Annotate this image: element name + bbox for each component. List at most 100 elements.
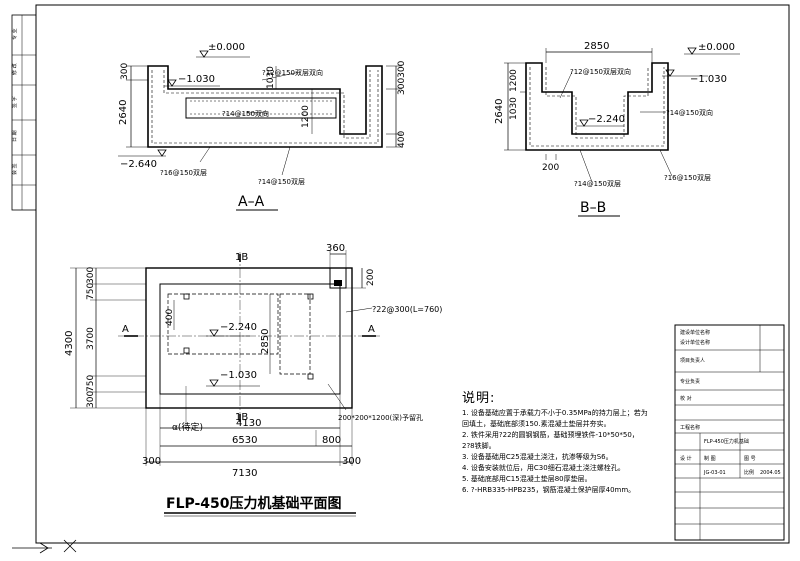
aa-elev-marker-mid bbox=[167, 79, 177, 87]
plan-pit-low bbox=[167, 293, 279, 355]
aa-rebar-1: ?12@150双层双向 bbox=[262, 68, 323, 77]
tb-r8: 设 计 bbox=[680, 455, 692, 462]
plan-dim-6530: 6530 bbox=[232, 435, 257, 446]
bb-title: B–B bbox=[580, 200, 606, 216]
tb-r10: 图 号 bbox=[744, 456, 756, 462]
bb-rebar-3: ?14@150双层 bbox=[574, 180, 621, 188]
plan-dim-300b: 300 bbox=[86, 391, 96, 408]
aa-rebar-2: ?14@150双向 bbox=[222, 109, 269, 118]
bb-rebar-4: ?16@150双层 bbox=[664, 174, 711, 182]
tb-r6: 工程名称 bbox=[680, 424, 700, 431]
side-block bbox=[11, 14, 37, 211]
side-block-grid bbox=[12, 15, 36, 210]
plan-dim-800: 800 bbox=[322, 435, 341, 446]
aa-elev-marker-top bbox=[199, 50, 209, 58]
cross-mark bbox=[63, 539, 77, 553]
aa-dim-400: 400 bbox=[397, 131, 407, 148]
plan-hole-note: 200*200*1200(深)予留孔 bbox=[338, 413, 423, 422]
plan-anchor-note: ?22@300(L=760) bbox=[372, 305, 442, 314]
bb-dim-200: 200 bbox=[542, 163, 559, 173]
plan-dim-750b: 750 bbox=[86, 375, 96, 392]
bb-dim-total: 2640 bbox=[494, 99, 505, 124]
plan-dim-4130: 4130 bbox=[236, 418, 261, 429]
aa-title: A–A bbox=[238, 194, 265, 210]
plan-dim-360: 360 bbox=[326, 243, 345, 254]
aa-dim-300300: 300300 bbox=[397, 60, 407, 95]
bb-rebar-1: ?12@150双层双向 bbox=[570, 67, 631, 76]
tb-r3: 项目负责人 bbox=[680, 357, 705, 364]
tb-r2: 设计单位名称 bbox=[680, 339, 710, 346]
aa-outline bbox=[147, 65, 383, 148]
note-line-7: 5. 基础底部用C15混凝土垫层80厚垫层。 bbox=[462, 475, 592, 483]
tb-r9: 制 图 bbox=[704, 455, 716, 462]
tb-r1: 建设单位名称 bbox=[680, 329, 710, 336]
aa-inner-box bbox=[185, 97, 337, 119]
tb-r4: 专业负责 bbox=[680, 378, 700, 385]
side-label-b: 修 改 bbox=[11, 63, 18, 75]
bb-rebar-2: ?14@150双向 bbox=[666, 108, 713, 117]
bb-elev-low: −2.240 bbox=[588, 114, 625, 125]
notes-block: 说明: 1. 设备基础应置于承载力不小于0.35MPa的持力层上；若为 回填土，… bbox=[462, 391, 662, 496]
section-aa bbox=[118, 50, 402, 176]
plan-inner bbox=[159, 283, 341, 395]
bb-elev-mid: −1.030 bbox=[690, 74, 727, 85]
note-line-5: 3. 设备基础用C25混凝土浇注，抗渗等级为S6。 bbox=[462, 453, 613, 461]
aa-elev-marker-bot bbox=[157, 149, 167, 157]
note-line-4: 2?8铁脚。 bbox=[462, 442, 496, 450]
aa-elev-top: ±0.000 bbox=[208, 42, 245, 53]
side-label-e: 会 签 bbox=[11, 163, 18, 175]
aa-dim-total: 2640 bbox=[118, 100, 129, 125]
tb-r13: 2004.05 bbox=[760, 470, 781, 476]
note-line-8: 6. ?-HRB335-HPB235，钢筋混凝土保护层厚40mm。 bbox=[462, 486, 636, 494]
aa-rebar-3: ?16@150双层 bbox=[160, 169, 207, 177]
note-line-3: 2. 铁件采用?22的圆钢钢筋，基础预埋铁件-10*50*50， bbox=[462, 431, 639, 439]
bb-dim-1030: 1030 bbox=[509, 97, 519, 120]
plan-section-a-right: A bbox=[368, 324, 375, 335]
corner-arrow bbox=[39, 542, 49, 554]
aa-dim-1200: 1200 bbox=[301, 105, 311, 128]
plan-pit-note: α(待定) bbox=[172, 421, 203, 433]
section-bb bbox=[504, 47, 740, 183]
aa-rebar-outer bbox=[151, 70, 379, 144]
plan-dim-400: 400 bbox=[165, 309, 175, 326]
plan-dim-300c: 300 bbox=[142, 456, 161, 467]
plan-dim-300a: 300 bbox=[86, 267, 96, 284]
sheet-frame bbox=[35, 4, 790, 544]
side-label-a: 专 业 bbox=[11, 28, 18, 40]
side-label-d: 日 期 bbox=[12, 130, 18, 142]
bb-dim-1200: 1200 bbox=[509, 69, 519, 92]
aa-rebar-inner bbox=[163, 70, 371, 139]
aa-elev-bot: −2.640 bbox=[120, 159, 157, 170]
bb-elev-top: ±0.000 bbox=[698, 42, 735, 53]
plan-notch bbox=[329, 267, 347, 289]
plan-dim-2850: 2850 bbox=[260, 329, 271, 354]
bb-outline bbox=[525, 62, 669, 151]
plan-dim-200: 200 bbox=[366, 269, 376, 286]
plan-anchor-bolt bbox=[334, 280, 342, 286]
tb-r11: JG-03-01 bbox=[703, 470, 726, 476]
tb-r12: 比例 bbox=[744, 469, 754, 476]
note-line-2: 回填土，基础底部须150.素混凝土垫层并夯实。 bbox=[462, 420, 611, 428]
plan-dim-4300: 4300 bbox=[64, 331, 75, 356]
note-line-6: 4. 设备安装就位后，用C30细石混凝土浇注螺栓孔。 bbox=[462, 464, 625, 472]
plan-section-a-left: A bbox=[122, 324, 129, 335]
side-label-c: 签 字 bbox=[11, 96, 18, 108]
title-block bbox=[674, 324, 785, 541]
aa-rebar-4: ?14@150双层 bbox=[258, 178, 305, 186]
plan-title: FLP-450压力机基础平面图 bbox=[166, 495, 342, 512]
tb-r5: 校 对 bbox=[680, 395, 692, 402]
notes-title: 说明: bbox=[462, 391, 496, 406]
plan-pit-mid bbox=[279, 293, 311, 375]
plan-dim-300d: 300 bbox=[342, 456, 361, 467]
plan-section-b-bot: 1B bbox=[235, 412, 248, 423]
plan-elev-1: −2.240 bbox=[220, 322, 257, 333]
plan-dim-750a: 750 bbox=[86, 283, 96, 300]
tb-r7: FLP-450压力机基础 bbox=[704, 438, 749, 445]
plan-dim-7130: 7130 bbox=[232, 468, 257, 479]
plan-dim-3700: 3700 bbox=[86, 327, 96, 350]
bb-dim-width: 2850 bbox=[584, 41, 609, 52]
plan-outer bbox=[145, 267, 353, 409]
plan-section-b-top: 1B bbox=[235, 252, 248, 263]
aa-dim-300: 300 bbox=[120, 63, 130, 80]
